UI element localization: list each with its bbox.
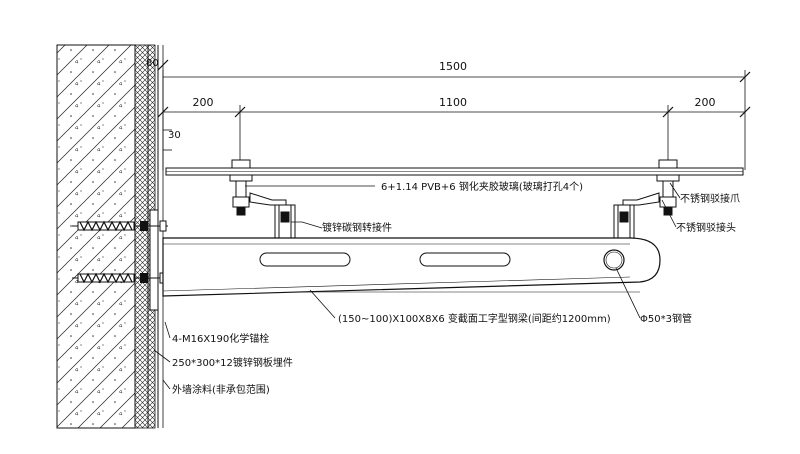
- label-head: 不锈钢驳接头: [676, 221, 736, 234]
- dim-middle-segment: 1100: [439, 96, 467, 109]
- glass-panel: [165, 167, 744, 176]
- leader-lines: [153, 182, 681, 390]
- beam-slot-right: [419, 252, 511, 267]
- label-coating: 外墙涂料(非承包范围): [172, 383, 270, 396]
- label-beam: (150~100)X100X8X6 变截面工字型钢梁(间距约1200mm): [338, 312, 611, 325]
- label-pipe: Φ50*3钢管: [640, 312, 692, 325]
- spider-fitting-left: [229, 159, 287, 216]
- label-plate: 250*300*12镀锌钢板埋件: [172, 356, 293, 369]
- dim-left-segment: 200: [193, 96, 214, 109]
- beam-slot-left: [259, 252, 351, 267]
- dim-overall: 1500: [439, 60, 467, 73]
- label-glass: 6+1.14 PVB+6 钢化夹胶玻璃(玻璃打孔4个): [381, 180, 583, 193]
- concrete-wall: [56, 44, 136, 429]
- label-anchor: 4-M16X190化学锚栓: [172, 332, 269, 345]
- steel-beam: [162, 237, 661, 297]
- dim-wall-offset: 80: [146, 58, 159, 69]
- steel-pipe: [603, 249, 625, 271]
- connector-right: [613, 204, 635, 239]
- anchor-bolt-upper: [72, 220, 168, 232]
- label-claw: 不锈钢驳接爪: [680, 192, 740, 205]
- label-fitting-left: 镀锌碳钢转接件: [322, 221, 392, 234]
- dim-glass-gap: 30: [168, 130, 181, 141]
- wall: [56, 44, 164, 429]
- embed-plate: [149, 209, 159, 311]
- wall-insulation-layer: [134, 44, 149, 429]
- dim-right-segment: 200: [695, 96, 716, 109]
- connector-left: [274, 204, 296, 239]
